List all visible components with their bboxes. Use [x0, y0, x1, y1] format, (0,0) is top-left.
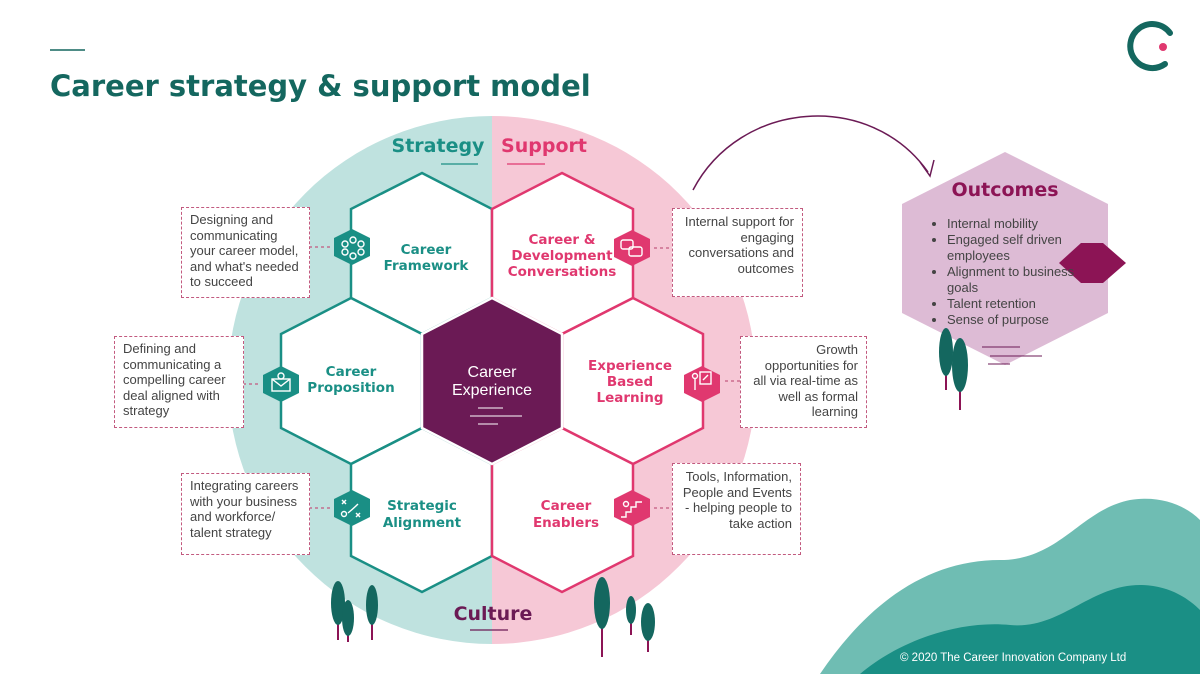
outcomes-hexagon — [902, 152, 1108, 365]
outcomes-list: Internal mobility Engaged self driven em… — [927, 216, 1107, 328]
outcome-item: Talent retention — [947, 296, 1107, 312]
note-connectors — [243, 246, 740, 509]
tree-decorations — [331, 328, 968, 657]
logo-ring-icon — [1127, 21, 1173, 71]
outcome-item: Sense of purpose — [947, 312, 1107, 328]
page-title: Career strategy & support model — [50, 69, 591, 103]
copyright: © 2020 The Career Innovation Company Ltd — [900, 652, 1127, 664]
growth-stairs-icon — [614, 490, 650, 526]
hills-decoration — [820, 498, 1200, 674]
outcomes-accent-hexagon — [1059, 243, 1126, 283]
note-career-enablers: Tools, Information,People and Events- he… — [672, 463, 801, 555]
culture-label: Culture — [454, 603, 533, 625]
strategy-label: Strategy — [392, 135, 486, 157]
outcome-item: Internal mobility — [947, 216, 1107, 232]
envelope-icon — [263, 366, 299, 402]
outcomes-title: Outcomes — [951, 179, 1058, 201]
presentation-icon — [684, 366, 720, 402]
outcome-item: Alignment to business goals — [947, 264, 1107, 296]
outcome-item: Engaged self driven employees — [947, 232, 1107, 264]
outcomes-arrowhead — [919, 159, 935, 178]
outcomes-arrow — [692, 115, 929, 191]
network-icon — [334, 229, 370, 265]
chat-bubbles-icon — [614, 230, 650, 266]
support-label: Support — [501, 135, 587, 157]
strategy-play-icon — [334, 490, 370, 526]
